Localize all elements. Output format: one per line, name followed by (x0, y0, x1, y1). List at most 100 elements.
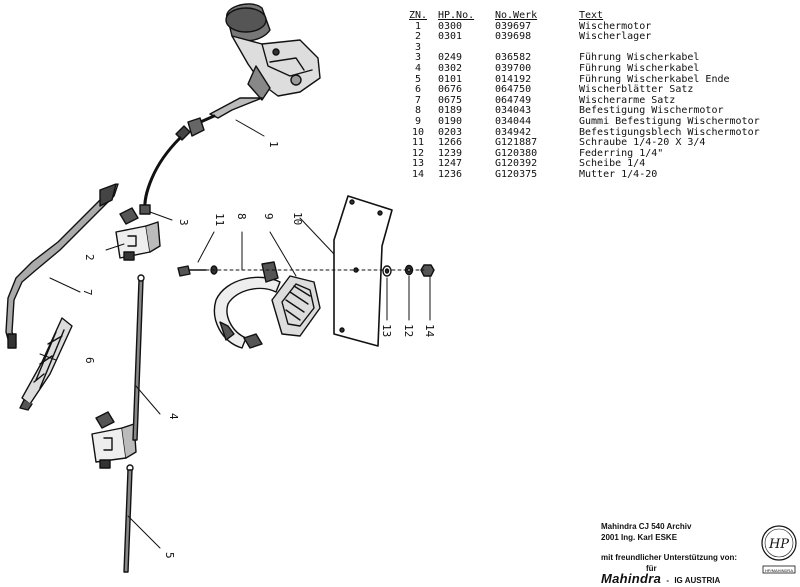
table-row: 9 0190 034044 Gummi Befestigung Wischermoto… (398, 115, 799, 128)
cell-no-werk: 064750 (495, 84, 532, 96)
cell-zn: 2 (414, 31, 422, 43)
cell-no-werk: 034043 (495, 105, 532, 117)
cell-zn: 3 (414, 41, 422, 53)
cell-zn: 11 (411, 137, 425, 149)
cell-zn: 14 (411, 168, 425, 180)
mounting-plate (333, 195, 393, 347)
callout-8: 8 (235, 213, 248, 220)
cell-no-werk: G120375 (495, 168, 538, 180)
callout-11: 11 (213, 213, 226, 226)
author-line: 2001 Ing. Karl ESKE (601, 532, 678, 542)
cell-text: Befestigungsblech Wischermotor (579, 126, 760, 138)
cell-zn: 4 (414, 62, 422, 74)
cell-no-werk: 034044 (495, 115, 532, 127)
wiper-bearing-lower (91, 411, 137, 469)
callout-12: 12 (402, 324, 415, 337)
callout-1: 1 (267, 141, 280, 148)
cell-text: Scheibe 1/4 (579, 158, 646, 170)
cell-hp-no: 0675 (438, 94, 463, 106)
wiper-arm (5, 183, 119, 349)
table-row: 3 (398, 41, 799, 54)
callout-5: 5 (163, 552, 176, 559)
cell-hp-no: 1266 (438, 137, 463, 149)
cell-zn: 3 (414, 52, 422, 64)
cell-hp-no: 0190 (438, 115, 463, 127)
cell-text: Schraube 1/4-20 X 3/4 (579, 137, 706, 149)
cell-no-werk: 039700 (495, 62, 532, 74)
cell-text: Gummi Befestigung Wischermotor (579, 115, 760, 127)
leader-lines (39, 119, 431, 549)
cell-zn: 10 (411, 126, 425, 138)
cell-zn: 1 (414, 20, 422, 32)
callout-6: 6 (83, 357, 96, 364)
cell-text: Befestigung Wischermotor (579, 105, 724, 117)
cell-text: Führung Wischerkabel Ende (579, 73, 730, 85)
ig-austria-label: IG AUSTRIA (674, 576, 721, 585)
callout-14: 14 (423, 324, 436, 338)
table-row: 3 0249 036582 Führung Wischerkabel (398, 53, 799, 64)
table-row: 1 0300 039697 Wischermotor (398, 20, 799, 33)
cell-hp-no: 0676 (438, 84, 463, 96)
cell-hp-no: 0300 (438, 20, 463, 32)
cell-no-werk: 036582 (495, 52, 532, 64)
cell-text: Führung Wischerkabel (579, 52, 700, 64)
header-zn: ZN. (408, 10, 428, 21)
callout-3: 3 (177, 219, 190, 226)
wiper-cable-guide (139, 136, 182, 215)
mahindra-logo-text: Mahindra (601, 571, 662, 586)
cell-zn: 9 (414, 115, 422, 127)
cell-hp-no: 1247 (438, 158, 463, 170)
table-row: 11 1266 G121887 Schraube 1/4-20 X 3/4 (398, 138, 799, 149)
support-line: mit freundlicher Unterstützung von: (601, 553, 737, 562)
cell-zn: 7 (414, 94, 422, 106)
cell-no-werk: 034942 (495, 126, 532, 138)
cell-no-werk: 039698 (495, 31, 532, 43)
hp-seal-logo: HP HP/MAHINDRA (761, 525, 797, 574)
cell-hp-no: 1236 (438, 168, 463, 180)
cell-hp-no: 0101 (438, 73, 463, 85)
cell-text: Wischerlager (579, 31, 652, 43)
cell-text: Wischerblätter Satz (579, 84, 694, 96)
cell-no-werk: 014192 (495, 73, 532, 85)
cell-hp-no: 0203 (438, 126, 463, 138)
cell-text: Wischerarme Satz (579, 94, 676, 106)
svg-text:HP: HP (768, 537, 789, 552)
header-no-werk: No.Werk (495, 10, 538, 21)
screw (177, 265, 207, 277)
callout-7: 7 (81, 289, 94, 296)
cell-zn: 8 (414, 105, 422, 117)
cell-hp-no: 0249 (438, 52, 463, 64)
svg-text:HP/MAHINDRA: HP/MAHINDRA (765, 568, 793, 573)
cell-no-werk: G121887 (495, 137, 538, 149)
cell-no-werk: G120380 (495, 147, 538, 159)
cell-no-werk: 039697 (495, 20, 532, 32)
nut (420, 264, 435, 277)
callout-10: 10 (291, 212, 304, 225)
cell-no-werk: G120392 (495, 158, 538, 170)
footer-dash: - (666, 576, 670, 585)
cell-text: Führung Wischerkabel (579, 62, 700, 74)
table-header-row: ZN. HP.No. No.Werk Text (398, 10, 799, 22)
cell-hp-no: 1239 (438, 147, 463, 159)
cell-zn: 12 (411, 147, 425, 159)
footer-credits: Mahindra CJ 540 Archiv 2001 Ing. Karl ES… (601, 522, 737, 587)
callout-9: 9 (262, 213, 275, 220)
washer (382, 265, 392, 277)
cell-text: Wischermotor (579, 20, 652, 32)
cable-guide-rod (132, 274, 145, 441)
header-text: Text (579, 10, 604, 21)
header-hp-no: HP.No. (438, 10, 475, 21)
table-row: 10 0203 034942 Befestigungsblech Wischermot… (398, 126, 799, 139)
cell-hp-no: 0302 (438, 62, 463, 74)
rubber-mount (271, 275, 321, 337)
